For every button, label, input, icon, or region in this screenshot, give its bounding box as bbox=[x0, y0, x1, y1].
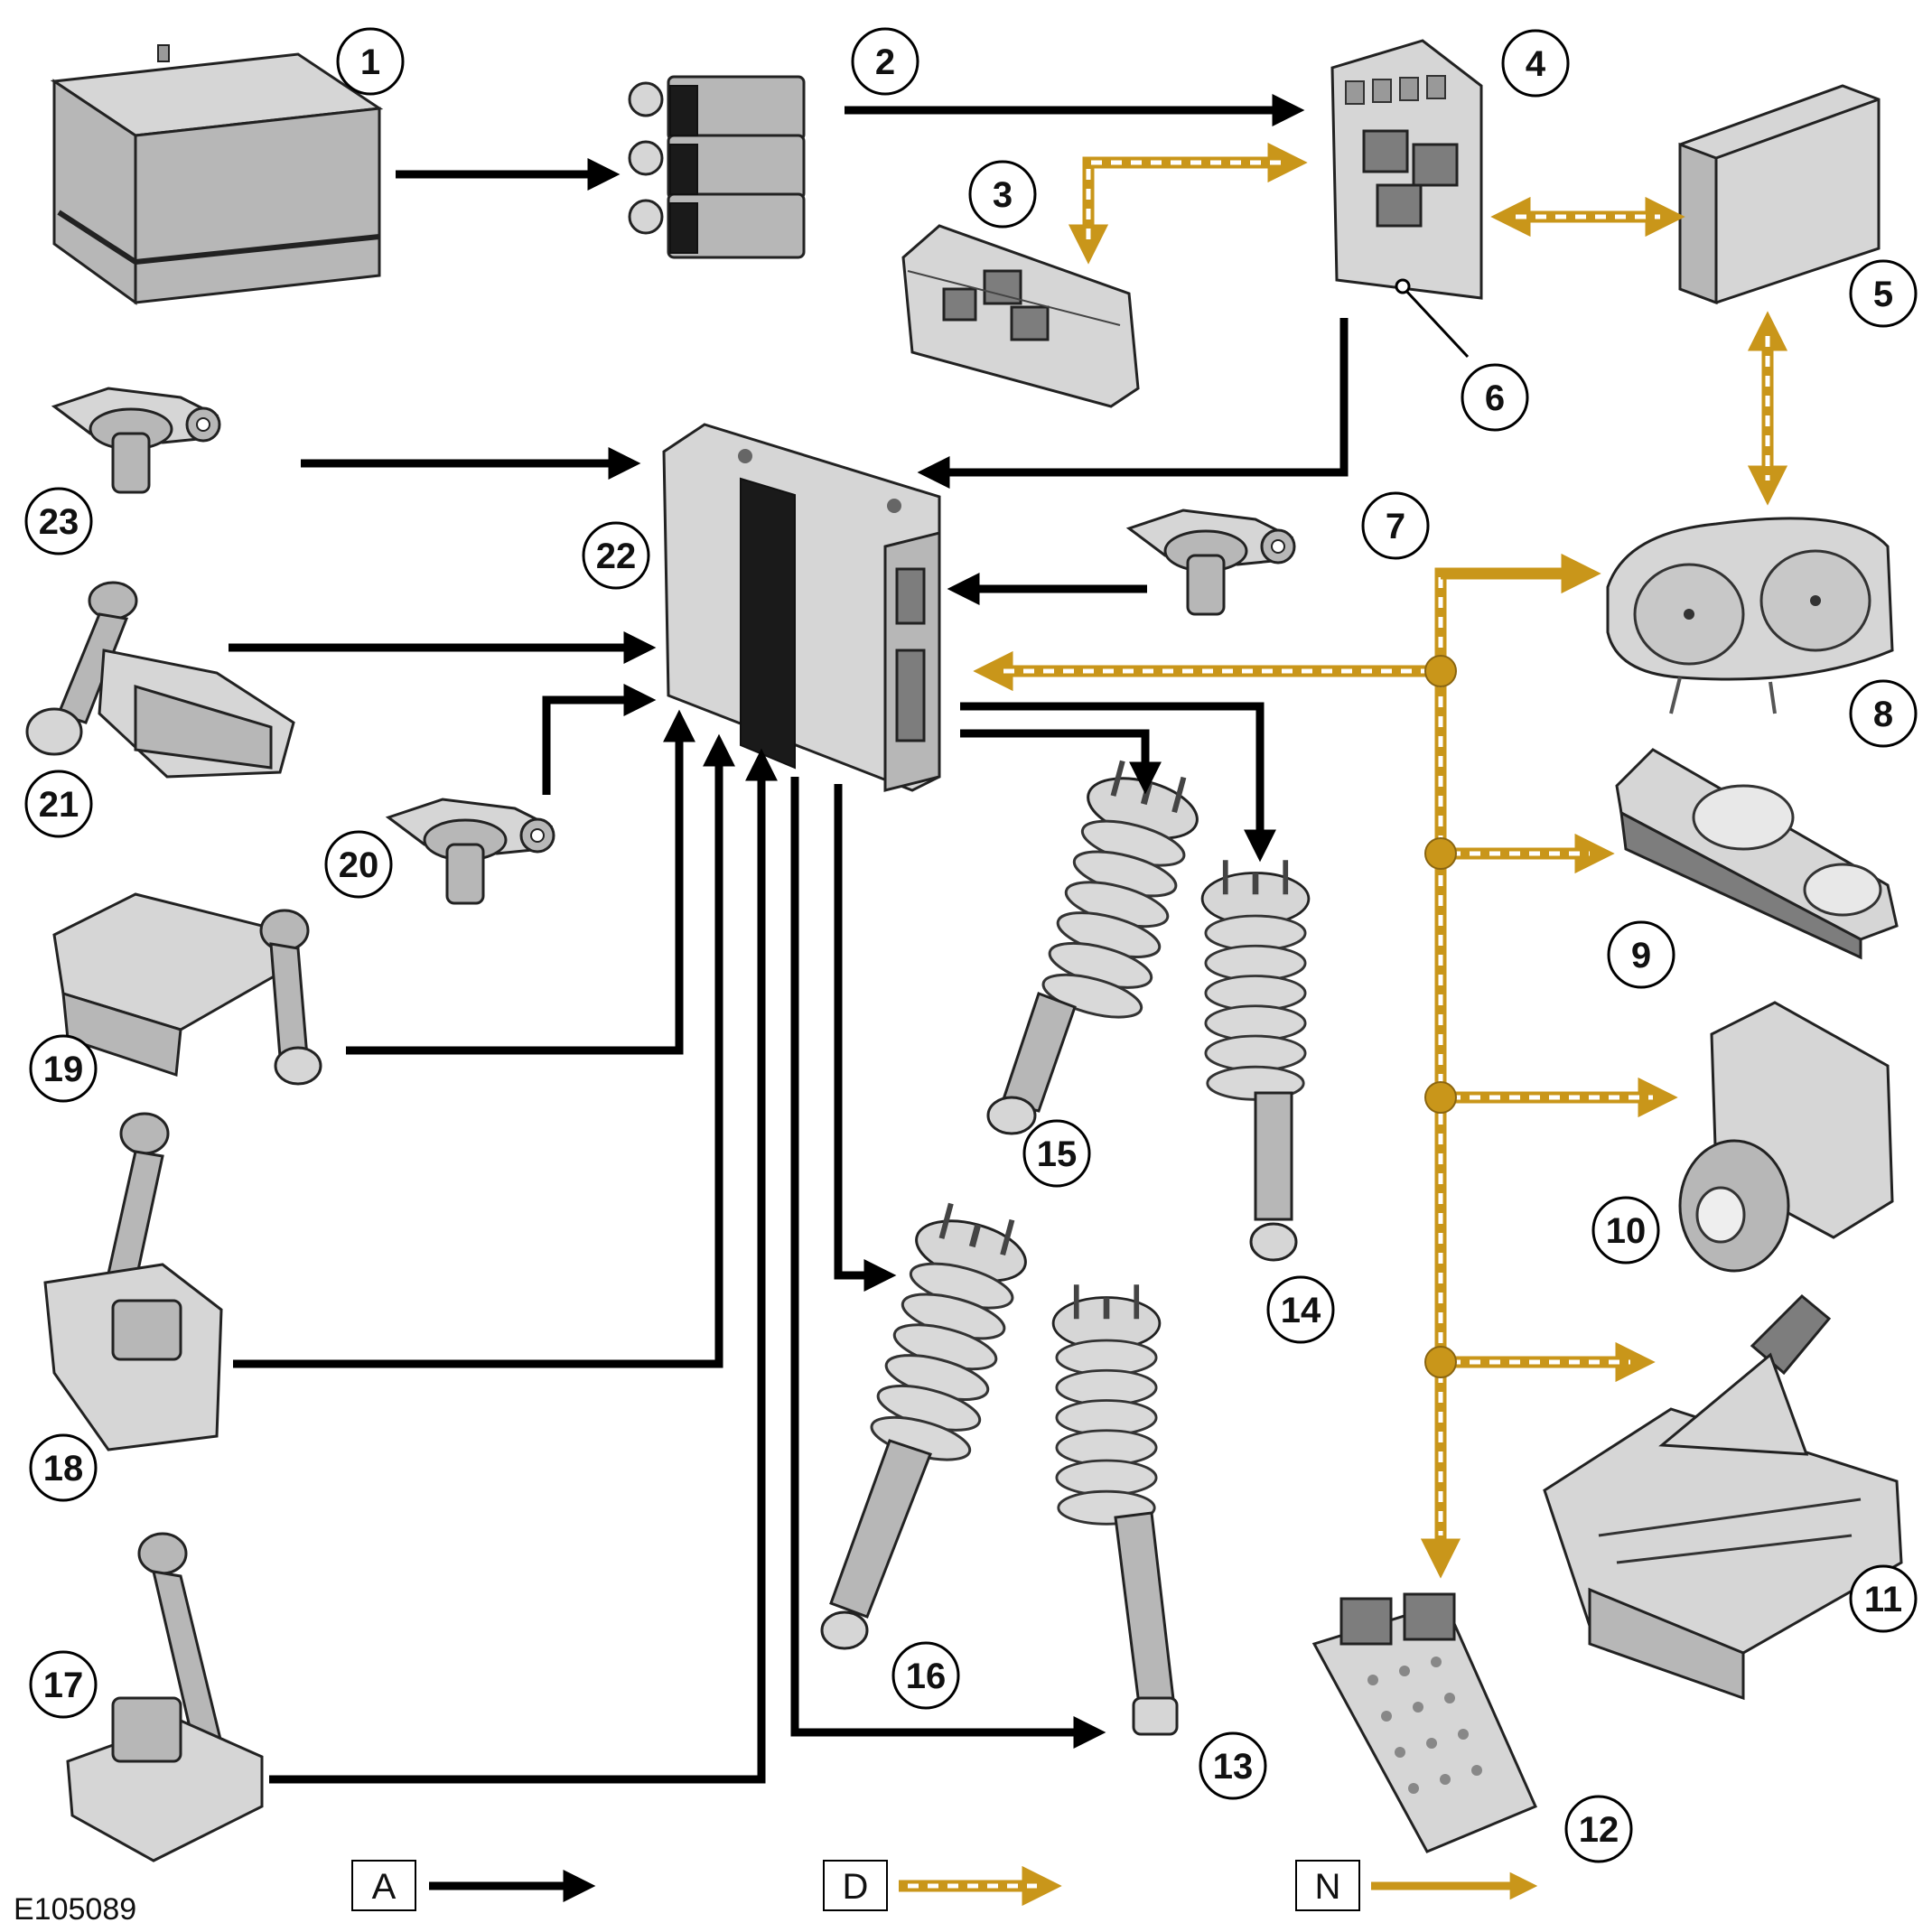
svg-text:1: 1 bbox=[360, 42, 380, 82]
svg-text:A: A bbox=[372, 1867, 397, 1907]
accelerometer-7-component bbox=[1127, 509, 1296, 616]
height-sensor-18-component bbox=[43, 1112, 223, 1451]
svg-text:19: 19 bbox=[43, 1050, 84, 1089]
callouts: 1 2 3 4 5 6 7 8 9 10 11 12 13 14 15 16 1… bbox=[24, 27, 1918, 1863]
battery-component bbox=[50, 44, 384, 305]
callout-18: 18 bbox=[29, 1433, 98, 1502]
callout-14: 14 bbox=[1266, 1275, 1335, 1344]
callout-21: 21 bbox=[24, 770, 93, 838]
svg-text:13: 13 bbox=[1213, 1747, 1254, 1787]
can-bus-connections bbox=[973, 142, 1788, 1579]
hardwired-connections bbox=[229, 94, 1349, 1784]
svg-text:12: 12 bbox=[1579, 1810, 1619, 1850]
figure-id: E105089 bbox=[14, 1892, 136, 1927]
svg-text:21: 21 bbox=[39, 785, 79, 825]
svg-text:5: 5 bbox=[1873, 275, 1893, 314]
svg-text:4: 4 bbox=[1526, 44, 1546, 84]
svg-text:18: 18 bbox=[43, 1449, 84, 1489]
svg-text:10: 10 bbox=[1606, 1211, 1647, 1251]
transmission-valve-body-component bbox=[1543, 1293, 1903, 1701]
callout-3: 3 bbox=[968, 160, 1037, 229]
connection-22-to-15 bbox=[960, 729, 1162, 795]
svg-text:14: 14 bbox=[1281, 1291, 1321, 1330]
instrument-cluster-component bbox=[1606, 517, 1894, 714]
connection-4-to-22 bbox=[917, 318, 1349, 489]
connection-18-to-22 bbox=[233, 733, 735, 1368]
callout-23: 23 bbox=[24, 487, 93, 555]
svg-text:23: 23 bbox=[39, 502, 79, 542]
svg-text:N: N bbox=[1315, 1867, 1341, 1907]
callout-17: 17 bbox=[29, 1650, 98, 1719]
legend-item-n: N bbox=[1295, 1860, 1538, 1911]
rear-junction-box-component bbox=[901, 224, 1140, 408]
svg-text:2: 2 bbox=[875, 42, 895, 82]
callout-22: 22 bbox=[582, 521, 650, 590]
callout-15: 15 bbox=[1022, 1119, 1091, 1188]
callout-8: 8 bbox=[1849, 679, 1918, 748]
svg-text:D: D bbox=[843, 1867, 869, 1907]
connection-19-to-22 bbox=[346, 709, 695, 1055]
control-module-component bbox=[1678, 84, 1881, 305]
callout-5: 5 bbox=[1849, 259, 1918, 328]
svg-text:22: 22 bbox=[596, 537, 637, 576]
svg-text:15: 15 bbox=[1037, 1134, 1078, 1174]
callout-9: 9 bbox=[1607, 920, 1675, 989]
control-module-22-component bbox=[662, 423, 941, 792]
connection-17-to-22 bbox=[269, 748, 778, 1784]
bus-junction-dot bbox=[1424, 837, 1457, 870]
svg-text:3: 3 bbox=[993, 175, 1013, 215]
legend-item-a: A bbox=[351, 1860, 596, 1911]
callout-2: 2 bbox=[851, 27, 919, 96]
svg-text:7: 7 bbox=[1386, 507, 1405, 546]
svg-text:17: 17 bbox=[43, 1666, 84, 1705]
callout-20: 20 bbox=[324, 830, 393, 899]
abs-modulator-component bbox=[1678, 1001, 1894, 1273]
bus-junction-dot bbox=[1424, 1346, 1457, 1378]
fuse-link-block-component bbox=[628, 75, 806, 259]
height-sensor-19-component bbox=[52, 892, 322, 1086]
svg-text:9: 9 bbox=[1631, 936, 1651, 975]
connection-22-to-13 bbox=[790, 777, 1106, 1749]
damper-15-component bbox=[986, 754, 1208, 1135]
legend: A D N bbox=[351, 1860, 1538, 1911]
accelerometer-23-component bbox=[52, 387, 221, 494]
connection-22-to-16 bbox=[834, 784, 897, 1292]
svg-text:20: 20 bbox=[339, 845, 379, 885]
callout-4: 4 bbox=[1501, 29, 1570, 98]
legend-item-d: D bbox=[823, 1860, 1062, 1911]
callout-7: 7 bbox=[1361, 491, 1430, 560]
callout-12: 12 bbox=[1564, 1795, 1633, 1863]
damper-16-component bbox=[820, 1197, 1036, 1650]
height-sensor-21-component bbox=[25, 581, 295, 779]
callout-16: 16 bbox=[891, 1641, 960, 1710]
connection-22-to-14 bbox=[960, 702, 1276, 863]
callout-13: 13 bbox=[1199, 1731, 1267, 1800]
damper-14-component bbox=[1202, 860, 1309, 1262]
connection-20-to-22 bbox=[542, 684, 657, 795]
callout-19: 19 bbox=[29, 1034, 98, 1103]
svg-text:6: 6 bbox=[1485, 378, 1505, 418]
switch-pack-component bbox=[1615, 748, 1899, 960]
svg-text:8: 8 bbox=[1873, 695, 1893, 734]
central-junction-box-component bbox=[1330, 39, 1483, 300]
engine-control-module-component bbox=[1311, 1592, 1537, 1853]
callout-6: 6 bbox=[1395, 278, 1529, 432]
callout-1: 1 bbox=[336, 27, 405, 96]
callout-10: 10 bbox=[1591, 1196, 1660, 1265]
connection-3-to-4 bbox=[1068, 142, 1308, 265]
svg-text:11: 11 bbox=[1864, 1580, 1902, 1619]
bus-junction-dot bbox=[1424, 655, 1457, 687]
damper-13-component bbox=[1053, 1284, 1179, 1736]
callout-11: 11 bbox=[1849, 1564, 1918, 1633]
svg-text:16: 16 bbox=[906, 1657, 947, 1696]
accelerometer-20-component bbox=[387, 798, 555, 905]
bus-junction-dot bbox=[1424, 1081, 1457, 1114]
height-sensor-17-component bbox=[66, 1532, 264, 1862]
can-bus-trunk bbox=[1434, 567, 1585, 1554]
